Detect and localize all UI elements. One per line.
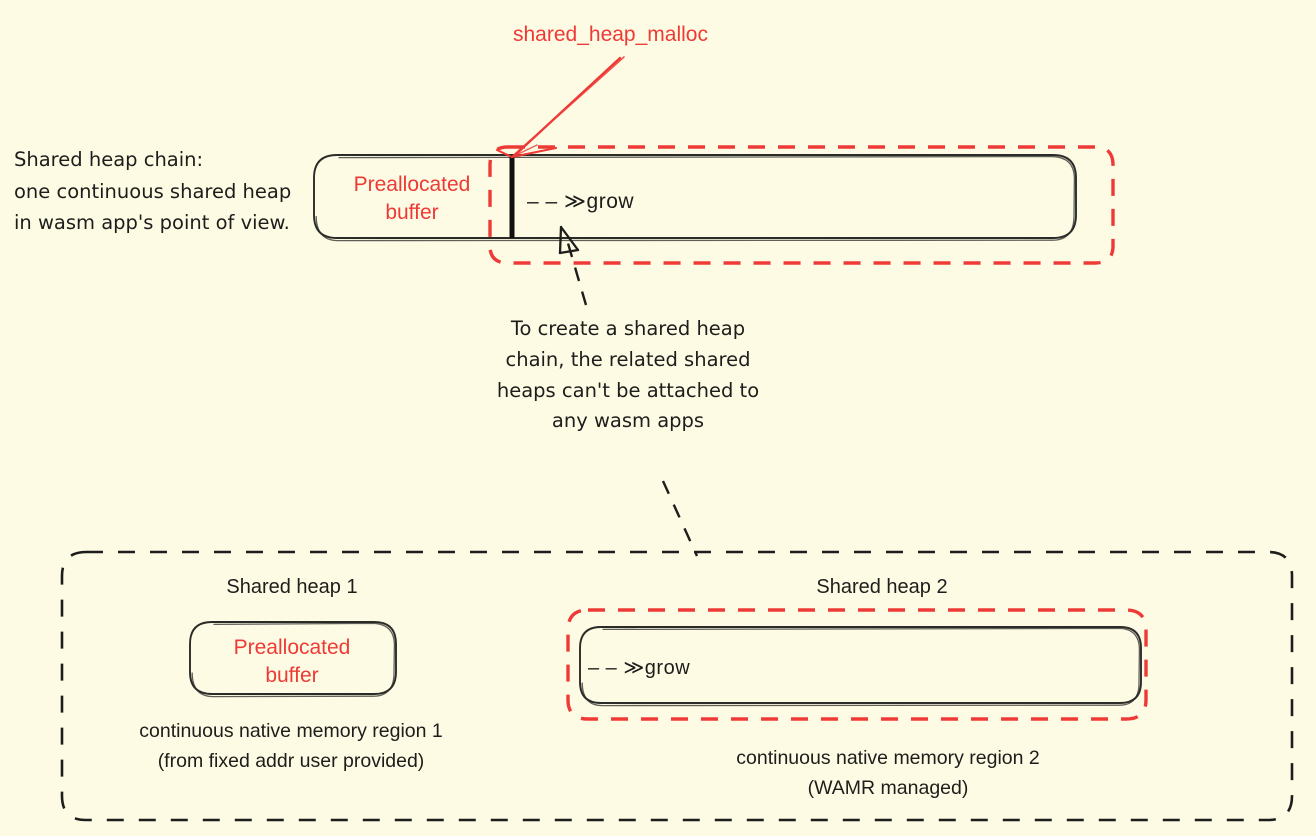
shared-heap-2-title: Shared heap 2: [816, 576, 948, 598]
shared-heap-chain-rule-annotation: To create a shared heap chain, the relat…: [496, 317, 760, 433]
red-dashed-grow-region-top: [488, 145, 1115, 265]
shared-heap-1-buffer-box: [189, 621, 397, 698]
grow-indicator-top: – – ≫grow: [527, 186, 634, 219]
shared-heap-chain-note: Shared heap chain: one continuous shared…: [14, 148, 292, 235]
native-memory-region-1-caption: continuous native memory region 1 (from …: [139, 720, 443, 772]
native-memory-region-2-caption: continuous native memory region 2 (WAMR …: [736, 747, 1040, 799]
shared-heap-2-box: [579, 626, 1142, 707]
native-memory-outer-container: [60, 550, 1294, 822]
grow-label-bottom: grow: [644, 657, 691, 679]
grow-arrow-icon-bottom: – – ≫: [588, 657, 645, 679]
annotation-to-container-line: [661, 480, 699, 557]
malloc-callout-arrow: [496, 56, 625, 159]
shared-heap-1-title: Shared heap 1: [226, 576, 358, 598]
annotation-leader-line: [558, 225, 588, 306]
grow-indicator-bottom: – – ≫grow: [588, 653, 690, 684]
shared-heap-chain-box: [313, 154, 1077, 242]
grow-arrow-icon-top: – – ≫: [527, 190, 587, 213]
preallocated-buffer-label-bottom: Preallocated buffer: [233, 636, 351, 687]
preallocated-buffer-label-top: Preallocated buffer: [353, 173, 471, 224]
shared-heap-2-red-dashed-region: [566, 608, 1148, 721]
shared-heap-malloc-label: shared_heap_malloc: [513, 23, 708, 46]
grow-label-top: grow: [586, 190, 635, 213]
